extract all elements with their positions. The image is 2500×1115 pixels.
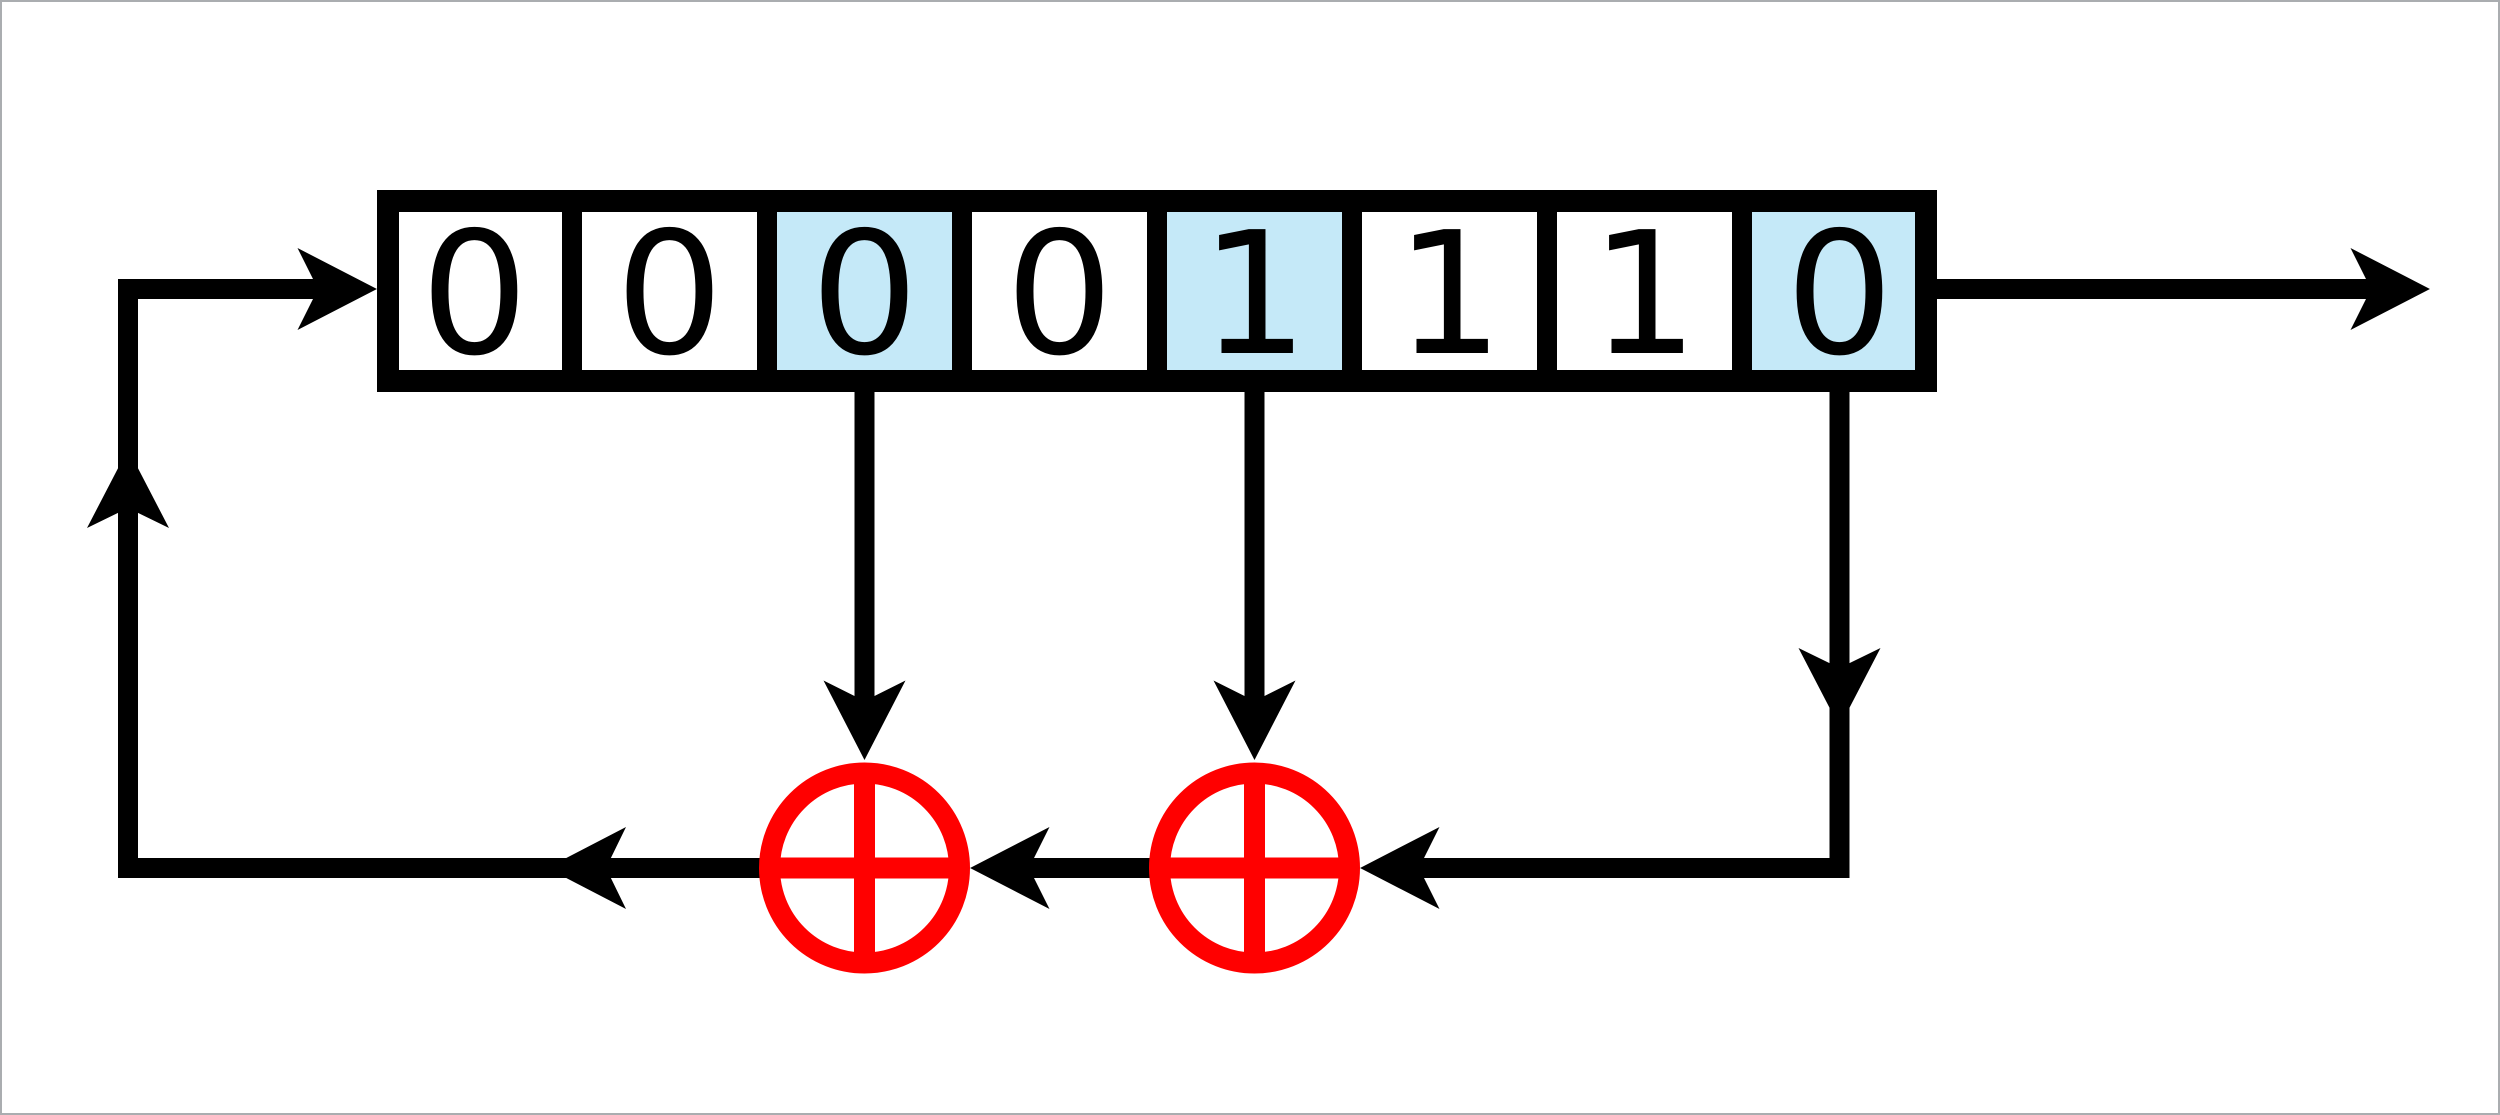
register-cell-2 <box>577 202 762 380</box>
register-cell-3-bit: 0 <box>810 196 918 394</box>
feedback-loop-arrow <box>118 248 862 878</box>
register-cell-5-tap <box>1162 202 1347 380</box>
register-cell-4-bit: 0 <box>1005 196 1113 394</box>
register-cell-7-bit: 1 <box>1590 196 1698 394</box>
register-outline <box>377 190 1937 392</box>
register-cell-6 <box>1357 202 1542 380</box>
register-cell-3-tap <box>772 202 957 380</box>
register-cell-8-bit: 0 <box>1785 196 1893 394</box>
xor-gate-2-icon <box>1149 762 1360 974</box>
feedback-up-arrowhead-icon <box>87 449 169 528</box>
register-cell-separators <box>562 201 1752 381</box>
register-cell-7 <box>1552 202 1737 380</box>
tap-arrow-cell8 <box>1360 387 1850 909</box>
register-cell-6-bit: 1 <box>1395 196 1503 394</box>
feedback-left-arrowhead-icon <box>547 827 626 909</box>
register-cell-1 <box>382 202 567 380</box>
xor-gate-1-icon <box>759 762 970 974</box>
register-cell-1-bit: 0 <box>420 196 528 394</box>
register-cell-8-tap <box>1747 202 1932 380</box>
tap-cell8-down-arrowhead-icon <box>1798 648 1881 727</box>
register-cell-5-bit: 1 <box>1200 196 1308 394</box>
register-cells <box>382 202 1932 380</box>
register-cell-2-bit: 0 <box>615 196 723 394</box>
register-cell-4 <box>967 202 1152 380</box>
